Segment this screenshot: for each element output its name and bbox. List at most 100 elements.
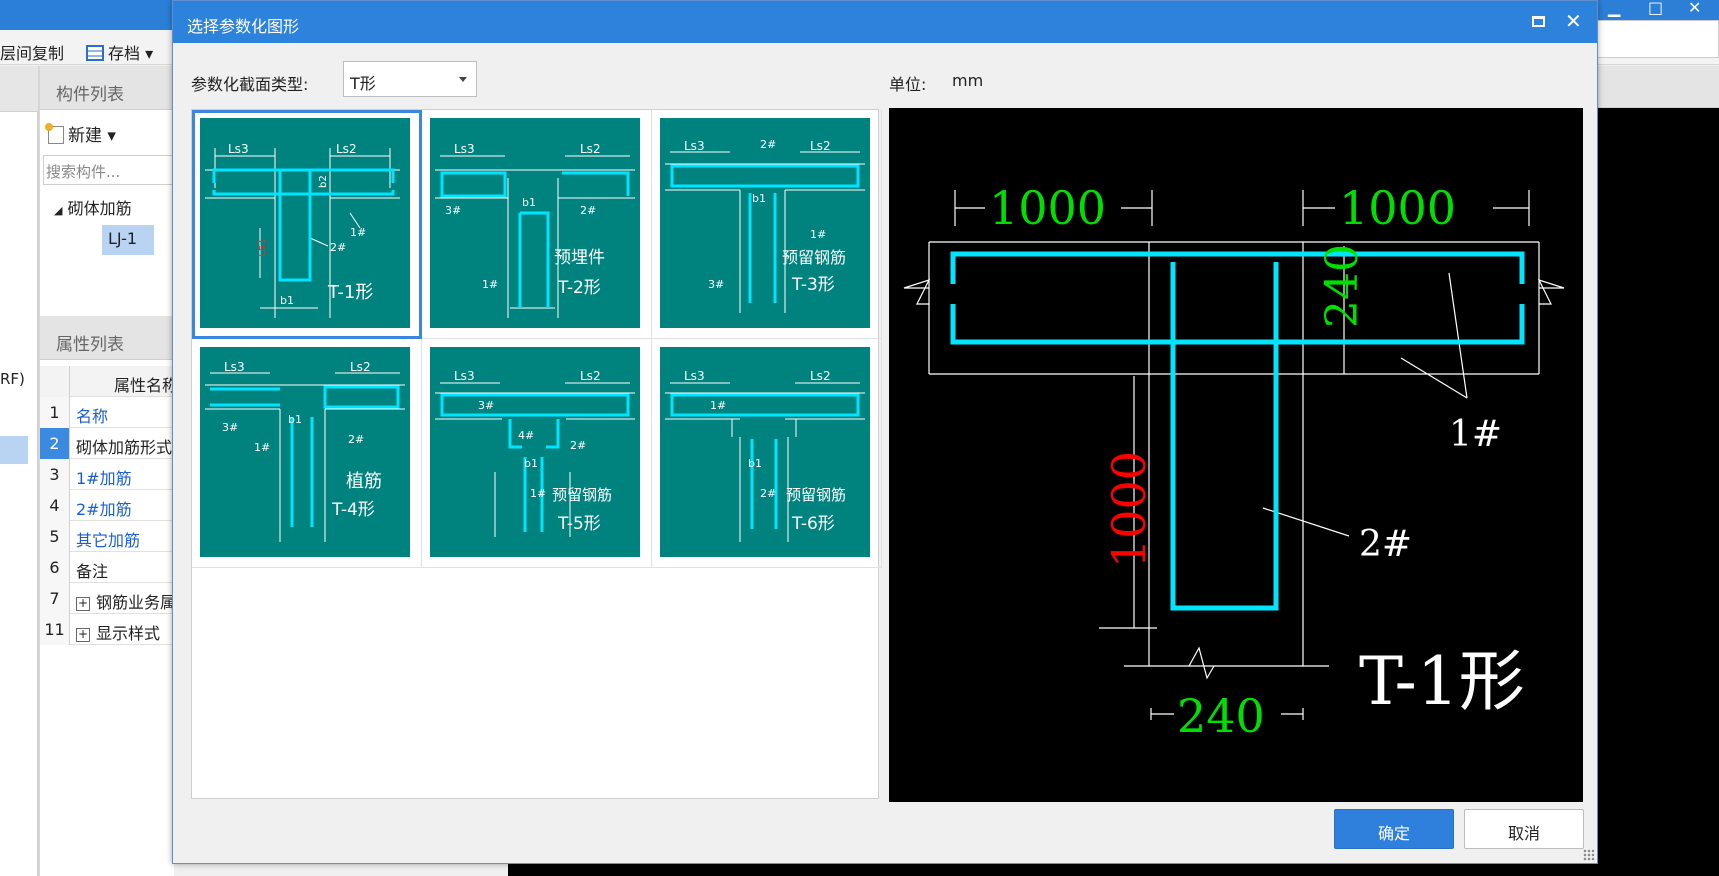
rebar-3-label: 3# [445, 204, 461, 217]
t1-name: T-1形 [327, 282, 373, 303]
t4-caption: 植筋 [346, 471, 382, 492]
t3-shape-icon: Ls3 Ls2 2# b1 1# 3# 预留钢筋 T-3形 [660, 118, 870, 328]
navigation-selected-item[interactable] [0, 436, 28, 464]
resize-grip-icon[interactable] [1583, 849, 1595, 861]
t2-shape-icon: Ls3 Ls2 3# 2# b1 1# 预埋件 T-2形 [430, 118, 640, 328]
new-component-button[interactable]: 新建 ▾ [45, 121, 116, 146]
close-icon[interactable]: ✕ [1565, 9, 1582, 33]
pane-divider[interactable] [38, 66, 40, 876]
property-row[interactable]: 6 备注 [40, 552, 174, 583]
expand-icon[interactable]: + [76, 627, 90, 642]
navigation-fragment-text: RF) [0, 370, 25, 388]
header-num-cell [40, 366, 70, 397]
property-row[interactable]: 2 砌体加筋形式 [40, 428, 174, 459]
ls2-label: Ls2 [810, 139, 831, 153]
t5-shape-icon: Ls3 Ls2 3# 4# 2# b1 1# 预留钢筋 T-5形 [430, 347, 640, 557]
ls1-label: Ls1 [255, 238, 268, 257]
rebar-1-label: 1# [254, 441, 270, 454]
row-name: 钢筋业务属性 [96, 593, 193, 612]
app-minimize-icon[interactable]: ▁ [1608, 0, 1621, 17]
row-name: 名称 [76, 407, 109, 426]
ls2-label: Ls2 [810, 369, 831, 383]
preview-rebar-1: 1# [1449, 414, 1502, 455]
shape-tile-t3[interactable]: Ls3 Ls2 2# b1 1# 3# 预留钢筋 T-3形 [652, 110, 882, 339]
tree-group-masonry-rebar[interactable]: ◢ 砌体加筋 [54, 195, 132, 219]
property-row[interactable]: 5 其它加筋 [40, 521, 174, 552]
shape-tile-t5[interactable]: Ls3 Ls2 3# 4# 2# b1 1# 预留钢筋 T-5形 [422, 339, 652, 568]
app-close-icon[interactable]: ✕ [1688, 0, 1702, 17]
shape-tile-t4[interactable]: Ls3 Ls2 3# b1 1# 2# 植筋 T-4形 [192, 339, 422, 568]
property-row[interactable]: 11+显示样式 [40, 614, 174, 645]
t6-shape-icon: Ls3 Ls2 1# b1 2# 预留钢筋 T-6形 [660, 347, 870, 557]
shape-tile-t1[interactable]: Ls3 Ls2 b2 Ls1 1# 2# b1 T-1形 [192, 110, 422, 339]
ls2-label: Ls2 [580, 369, 601, 383]
t3-name: T-3形 [791, 275, 835, 295]
component-search-input[interactable]: 搜索构件... [43, 155, 174, 185]
shape-preview-canvas: 1000 1000 240 1000 240 1# 2# T-1形 [889, 108, 1583, 802]
rebar-1-label: 1# [350, 226, 366, 239]
tree-group-label: 砌体加筋 [67, 199, 132, 218]
archive-label: 存档 [108, 44, 141, 63]
property-table-header: 属性名称 [40, 366, 178, 397]
rebar-1-label: 1# [810, 228, 826, 241]
rebar-2-label: 2# [760, 138, 776, 151]
row-name: 砌体加筋形式 [76, 438, 173, 457]
ls2-label: Ls2 [336, 142, 357, 156]
dialog-title: 选择参数化图形 [187, 17, 300, 36]
unit-label: 单位: [889, 75, 927, 94]
row-num: 5 [40, 521, 70, 552]
t4-name: T-4形 [331, 500, 375, 520]
ls3-label: Ls3 [454, 369, 475, 383]
rebar-2-label: 2# [348, 433, 364, 446]
rebar-4-label: 4# [518, 429, 534, 442]
component-list-title: 构件列表 [40, 66, 174, 110]
row-name: 1#加筋 [76, 469, 132, 488]
app-maximize-icon[interactable]: □ [1648, 0, 1664, 17]
dialog-title-bar[interactable]: 选择参数化图形 ✕ [173, 1, 1597, 43]
b1-label: b1 [522, 196, 536, 209]
maximize-icon[interactable] [1532, 16, 1545, 27]
rebar-2-label: 2# [570, 439, 586, 452]
new-label: 新建 [68, 126, 102, 146]
component-pane: 构件列表 新建 ▾ 搜索构件... ◢ 砌体加筋 LJ-1 属性列表 属性名称 … [40, 66, 192, 876]
row-name: 备注 [76, 562, 109, 581]
shape-gallery: Ls3 Ls2 b2 Ls1 1# 2# b1 T-1形 [191, 109, 882, 799]
ok-button[interactable]: 确定 [1334, 809, 1454, 849]
shape-tile-t6[interactable]: Ls3 Ls2 1# b1 2# 预留钢筋 T-6形 [652, 339, 882, 568]
archive-button[interactable]: 存档 ▾ [86, 40, 153, 64]
rebar-1-label: 1# [482, 278, 498, 291]
cancel-button[interactable]: 取消 [1464, 809, 1584, 849]
property-row[interactable]: 1 名称 [40, 397, 174, 428]
tree-item-lj1[interactable]: LJ-1 [102, 225, 154, 255]
dim-thickness: 240 [1317, 244, 1368, 328]
b1-label: b1 [752, 192, 766, 205]
row-num: 1 [40, 397, 70, 428]
section-type-select[interactable]: T形 [343, 61, 477, 97]
row-num: 6 [40, 552, 70, 583]
t6-caption: 预留钢筋 [786, 486, 846, 504]
navigation-pane: RF) [0, 66, 38, 876]
chevron-down-icon [459, 77, 467, 82]
floor-copy-label: 层间复制 [0, 44, 65, 63]
shape-tile-t2[interactable]: Ls3 Ls2 3# 2# b1 1# 预埋件 T-2形 [422, 110, 652, 339]
t6-name: T-6形 [791, 514, 835, 534]
row-num: 2 [40, 428, 70, 459]
preview-rebar-2: 2# [1359, 524, 1412, 565]
expand-icon[interactable]: + [76, 596, 90, 611]
app-right-header [1596, 66, 1719, 108]
b1-label: b1 [748, 457, 762, 470]
new-icon [45, 123, 64, 144]
unit-value: mm [952, 71, 984, 90]
property-row[interactable]: 7+钢筋业务属性 [40, 583, 192, 614]
t3-caption: 预留钢筋 [782, 248, 846, 267]
floor-copy-button[interactable]: 层间复制 [0, 40, 64, 64]
b1-label: b1 [524, 457, 538, 470]
app-right-input[interactable] [1596, 20, 1719, 58]
row-name: 其它加筋 [76, 531, 141, 550]
drawing-canvas[interactable] [1596, 108, 1719, 876]
tree-collapse-icon[interactable]: ◢ [54, 204, 63, 217]
b2-label: b2 [318, 175, 329, 188]
t2-name: T-2形 [557, 278, 601, 298]
